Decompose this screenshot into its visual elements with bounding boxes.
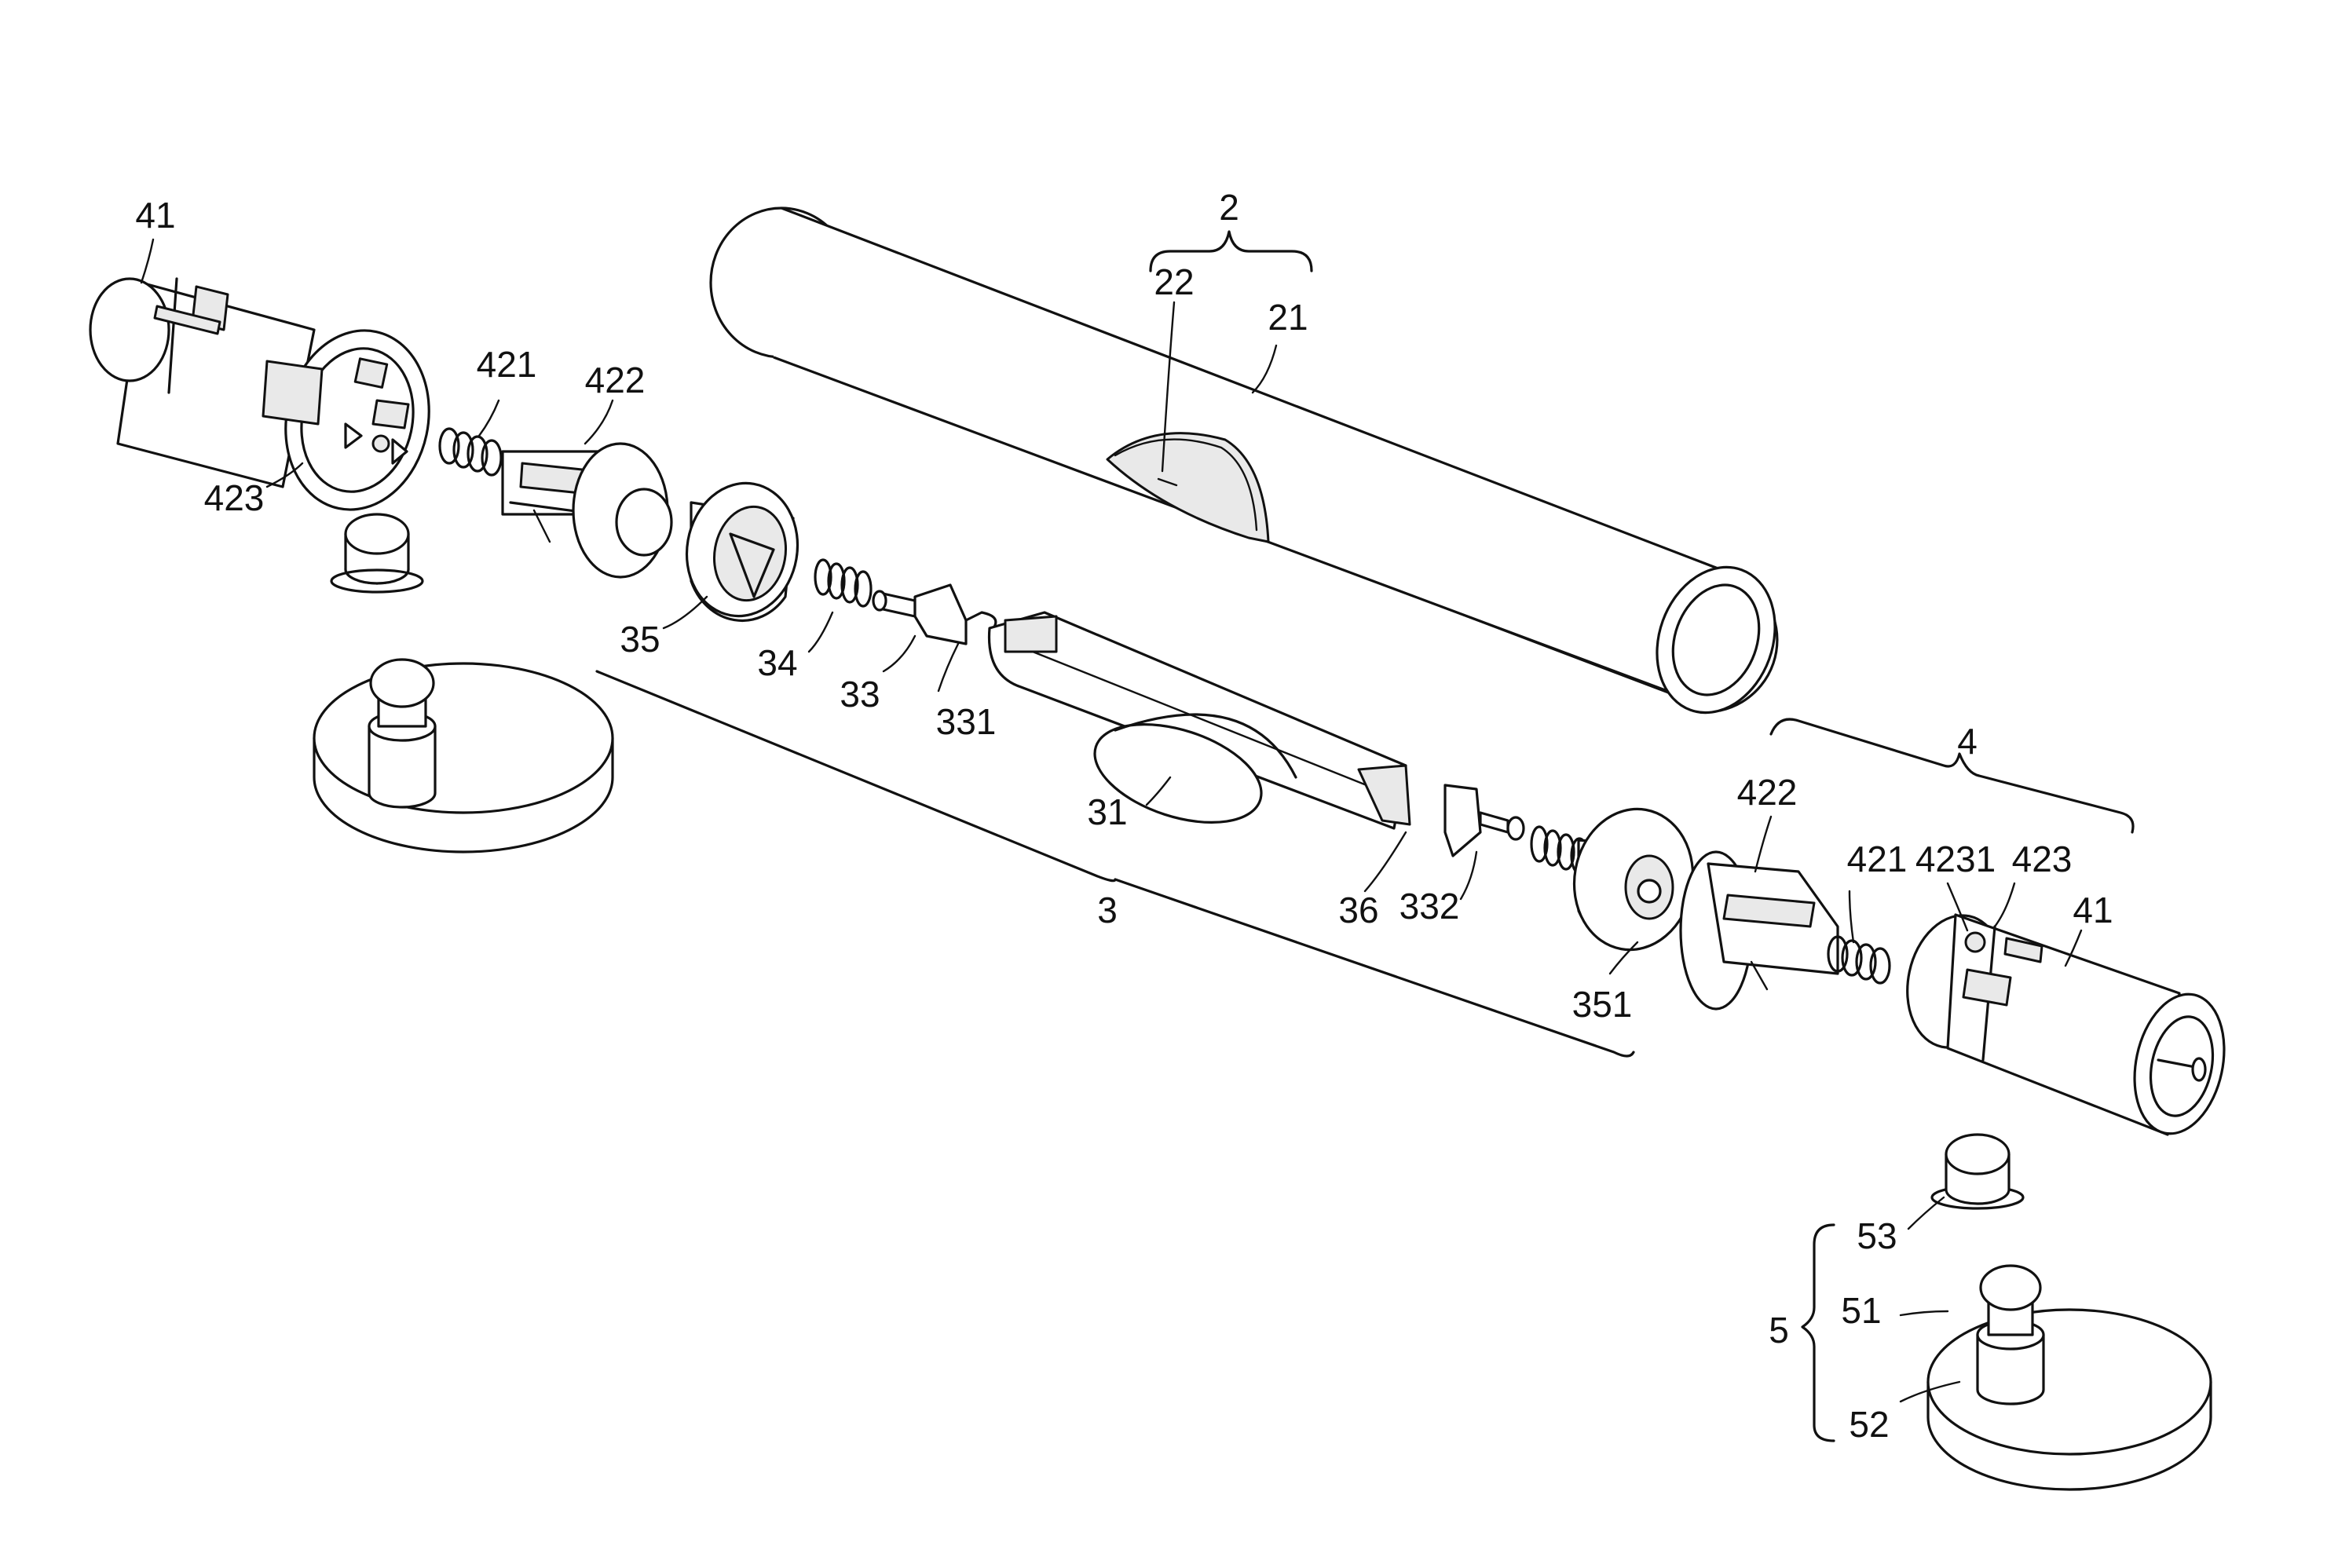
label-52: 52 <box>1849 1404 1889 1445</box>
label-423-right: 423 <box>2012 839 2073 879</box>
right-base-disc-5 <box>1928 1266 2211 1489</box>
label-331: 331 <box>936 701 997 742</box>
label-5: 5 <box>1769 1310 1789 1351</box>
label-4: 4 <box>1957 721 1978 762</box>
left-latch-422 <box>503 444 671 577</box>
slider-body-31 <box>990 612 1410 841</box>
label-41-left: 41 <box>135 195 175 236</box>
label-422-left: 422 <box>585 360 646 400</box>
label-33: 33 <box>840 674 880 715</box>
left-ring-35 <box>676 474 807 625</box>
bracket-5 <box>1802 1225 1834 1441</box>
label-423-left: 423 <box>204 477 265 518</box>
label-421-left: 421 <box>477 344 537 385</box>
label-422-right: 422 <box>1737 772 1798 813</box>
label-51: 51 <box>1841 1290 1881 1331</box>
left-spring-421 <box>440 429 501 475</box>
label-22: 22 <box>1154 261 1194 302</box>
left-small-cap <box>331 514 423 592</box>
label-41-right: 41 <box>2073 890 2113 930</box>
label-2: 2 <box>1219 187 1239 228</box>
label-3: 3 <box>1097 890 1118 930</box>
label-31: 31 <box>1087 791 1127 832</box>
label-21: 21 <box>1268 297 1308 338</box>
pin-332 <box>1445 785 1524 856</box>
label-53: 53 <box>1857 1215 1897 1256</box>
label-4231: 4231 <box>1915 839 1996 879</box>
label-421-right: 421 <box>1847 839 1908 879</box>
right-end-cap-41 <box>1896 906 2237 1142</box>
bracket-4 <box>1771 719 2133 832</box>
pin-33 <box>873 585 996 644</box>
outer-tube-21 <box>711 208 1795 729</box>
right-small-cap-53 <box>1932 1135 2023 1208</box>
label-332: 332 <box>1400 886 1460 927</box>
label-351: 351 <box>1572 984 1633 1025</box>
spring-34 <box>815 560 871 606</box>
label-36: 36 <box>1338 890 1378 930</box>
label-34: 34 <box>757 642 797 683</box>
label-35: 35 <box>620 619 660 660</box>
right-latch-422 <box>1681 852 1838 1009</box>
left-base-disc <box>314 660 613 852</box>
